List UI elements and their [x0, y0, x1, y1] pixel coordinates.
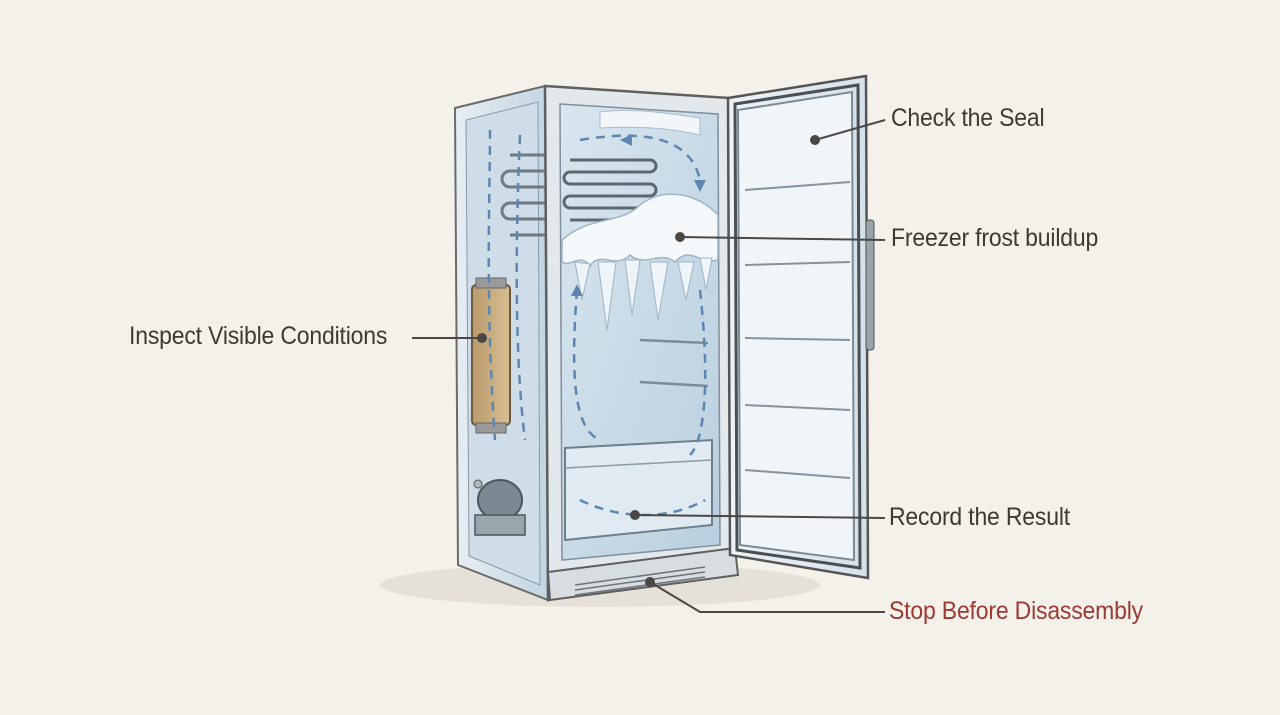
callout-record-result: Record the Result — [889, 503, 1070, 531]
leader-dots — [477, 135, 820, 587]
leader-lines — [412, 119, 886, 613]
callout-inspect-conditions: Inspect Visible Conditions — [129, 322, 388, 350]
callout-stop-disassembly: Stop Before Disassembly — [889, 597, 1143, 625]
interior-shelves — [639, 338, 709, 388]
bottom-drawer — [564, 438, 713, 542]
freezer-door — [726, 74, 875, 580]
airflow-arrowheads — [571, 134, 706, 296]
frost-buildup — [561, 109, 719, 331]
callout-check-seal: Check the Seal — [891, 104, 1045, 132]
compressor — [473, 479, 526, 536]
callout-frost-buildup: Freezer frost buildup — [891, 224, 1099, 252]
